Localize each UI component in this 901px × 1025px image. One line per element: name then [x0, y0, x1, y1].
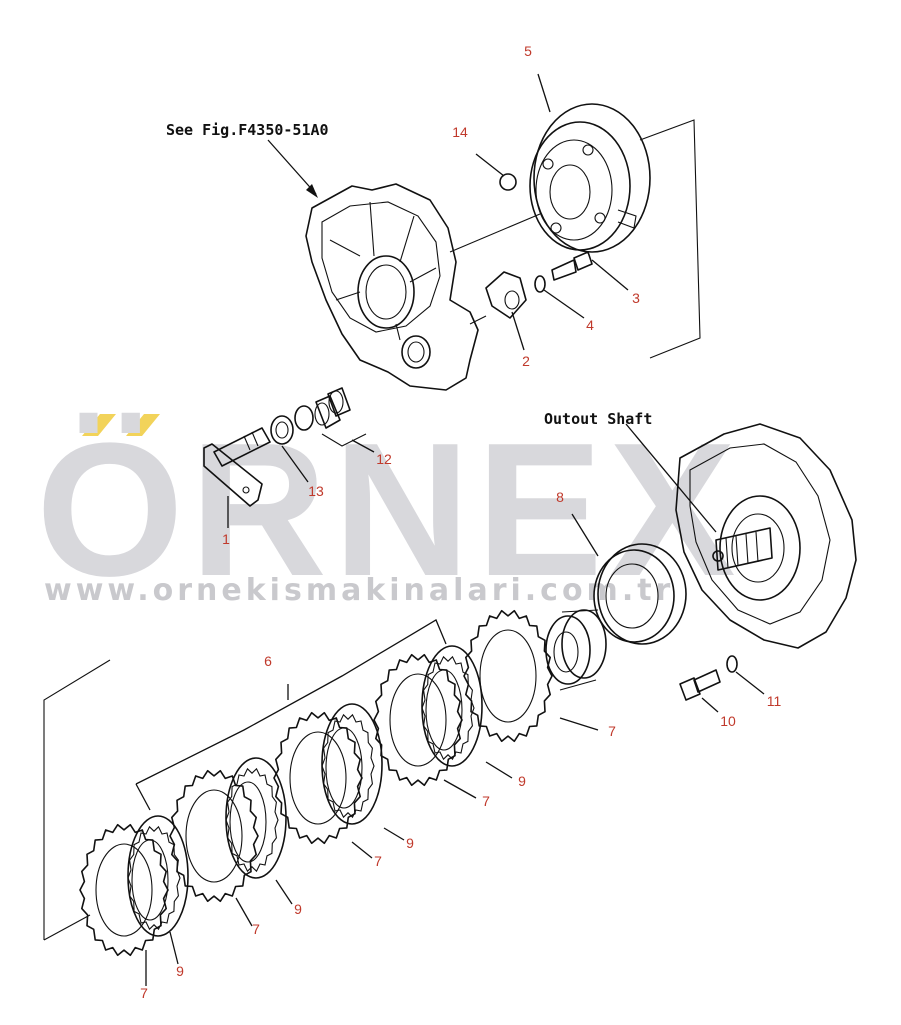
callout-10: 10 [720, 713, 736, 729]
callout-3: 3 [632, 290, 640, 306]
washer-part-11 [726, 655, 738, 673]
callouts: 1 2 3 4 5 6 7 7 7 7 7 8 9 9 9 9 10 11 12… [140, 43, 781, 1001]
output-housing [675, 423, 857, 649]
callout-1: 1 [222, 531, 230, 547]
friction-disc-inner [131, 839, 169, 921]
watermark-accent [82, 414, 116, 436]
callout-4: 4 [586, 317, 594, 333]
washer-part-4 [534, 275, 546, 293]
friction-disc-teeth [321, 713, 375, 819]
watermark: ÖRNEX www.ornekismakinalari.com.tr [36, 404, 742, 616]
callout-6: 6 [264, 653, 272, 669]
friction-disc-teeth [127, 825, 181, 931]
steel-plate [463, 609, 553, 743]
watermark-accent [126, 414, 160, 436]
steel-plate [373, 653, 463, 787]
friction-disc-inner [325, 727, 363, 809]
watermark-brand: ÖRNEX [36, 404, 742, 616]
callout-7b: 7 [482, 793, 490, 809]
clutch-discs [79, 609, 553, 957]
steel-plate-hole [389, 673, 447, 767]
watermark-url: www.ornekismakinalari.com.tr [44, 573, 674, 608]
steel-plate-hole [95, 843, 153, 937]
callout-7a: 7 [608, 723, 616, 739]
callout-11: 11 [767, 693, 782, 709]
steel-plate-hole [185, 789, 243, 883]
spline-hub [545, 609, 607, 691]
callout-9b: 9 [406, 835, 414, 851]
ball-part-14 [499, 173, 517, 191]
housing [305, 183, 479, 391]
steel-plate [169, 769, 259, 903]
friction-disc-teeth [225, 767, 279, 873]
callout-7c: 7 [374, 853, 382, 869]
callout-13: 13 [308, 483, 324, 499]
steel-plate [79, 823, 169, 957]
center-line [449, 213, 541, 253]
callout-9d: 9 [176, 963, 184, 979]
friction-disc-outer [127, 815, 189, 937]
bearing-part-13 [270, 405, 314, 445]
callout-14: 14 [452, 124, 468, 140]
callout-8: 8 [556, 489, 564, 505]
steel-plate-hole [479, 629, 537, 723]
steel-plate-hole [289, 731, 347, 825]
bushing-part-12 [314, 387, 367, 447]
callout-7e: 7 [140, 985, 148, 1001]
bolt-part-3 [551, 251, 593, 281]
output-shaft-label: Outout Shaft [544, 410, 652, 428]
friction-disc-outer [321, 703, 383, 825]
seal-part-8 [593, 543, 687, 645]
see-fig-label: See Fig.F4350-51A0 [166, 121, 329, 139]
friction-disc-inner [229, 781, 267, 863]
bracket-part-6-ticks [135, 783, 151, 811]
boundary-lines [43, 119, 701, 941]
shaft-part-1 [203, 427, 271, 507]
lever-part-2 [469, 271, 527, 325]
callout-9a: 9 [518, 773, 526, 789]
bolt-part-10 [679, 669, 721, 701]
callout-5: 5 [524, 43, 532, 59]
bracket-part-6 [135, 619, 447, 785]
friction-disc-teeth [421, 655, 475, 761]
hub-part-5 [529, 103, 651, 253]
callout-12: 12 [376, 451, 392, 467]
callout-7d: 7 [252, 921, 260, 937]
callout-2: 2 [522, 353, 530, 369]
friction-disc-inner [425, 669, 463, 751]
leader-lines [145, 73, 765, 986]
friction-disc-outer [421, 645, 483, 767]
steel-plate [273, 711, 363, 845]
callout-9c: 9 [294, 901, 302, 917]
friction-disc-outer [225, 757, 287, 879]
